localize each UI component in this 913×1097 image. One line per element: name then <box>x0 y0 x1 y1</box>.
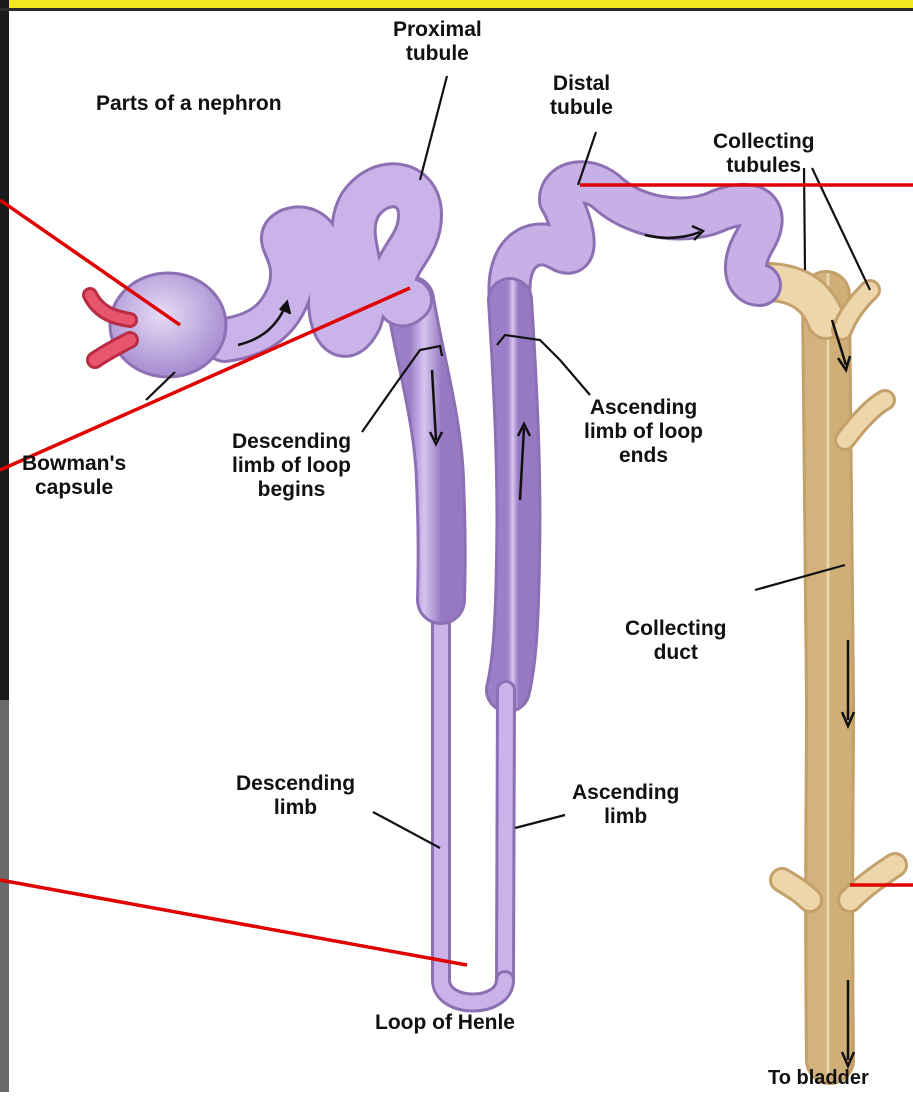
label-line: tubule <box>393 42 482 66</box>
label-bowmans-capsule: Bowman's capsule <box>22 452 126 500</box>
label-line: Collecting <box>625 617 727 641</box>
label-line: duct <box>625 641 727 665</box>
label-line: tubules <box>713 154 815 178</box>
label-line: limb <box>572 805 679 829</box>
label-line: Ascending <box>584 396 703 420</box>
label-line: ends <box>584 444 703 468</box>
label-line: limb <box>236 796 355 820</box>
label-line: limb of loop <box>584 420 703 444</box>
label-line: Ascending <box>572 781 679 805</box>
label-line: Proximal <box>393 18 482 42</box>
bowmans-capsule-shape <box>90 273 226 377</box>
label-ascending-limb: Ascending limb <box>572 781 679 829</box>
label-line: Descending <box>232 430 351 454</box>
ascending-limb-shape <box>505 300 518 980</box>
proximal-tubule-shape <box>225 185 420 340</box>
label-to-bladder: To bladder <box>768 1066 869 1090</box>
label-line: Collecting <box>713 130 815 154</box>
collecting-duct-shape <box>755 282 895 1060</box>
label-line: tubule <box>550 96 613 120</box>
label-collecting-duct: Collecting duct <box>625 617 727 665</box>
top-dark-border <box>0 8 913 11</box>
diagram-title: Parts of a nephron <box>96 92 282 116</box>
descending-limb-shape <box>410 300 442 600</box>
label-line: capsule <box>22 476 126 500</box>
label-descending-limb-of-loop-begins: Descending limb of loop begins <box>232 430 351 502</box>
label-descending-limb: Descending limb <box>236 772 355 820</box>
label-proximal-tubule: Proximal tubule <box>393 18 482 66</box>
left-gray-panel <box>0 700 9 1092</box>
label-line: Bowman's <box>22 452 126 476</box>
label-line: limb of loop <box>232 454 351 478</box>
label-line: Descending <box>236 772 355 796</box>
label-line: begins <box>232 478 351 502</box>
label-distal-tubule: Distal tubule <box>550 72 613 120</box>
label-loop-of-henle: Loop of Henle <box>375 1011 515 1035</box>
label-collecting-tubules: Collecting tubules <box>713 130 815 178</box>
distal-tubule-shape <box>509 182 761 300</box>
label-line: Distal <box>550 72 613 96</box>
label-ascending-limb-of-loop-ends: Ascending limb of loop ends <box>584 396 703 468</box>
